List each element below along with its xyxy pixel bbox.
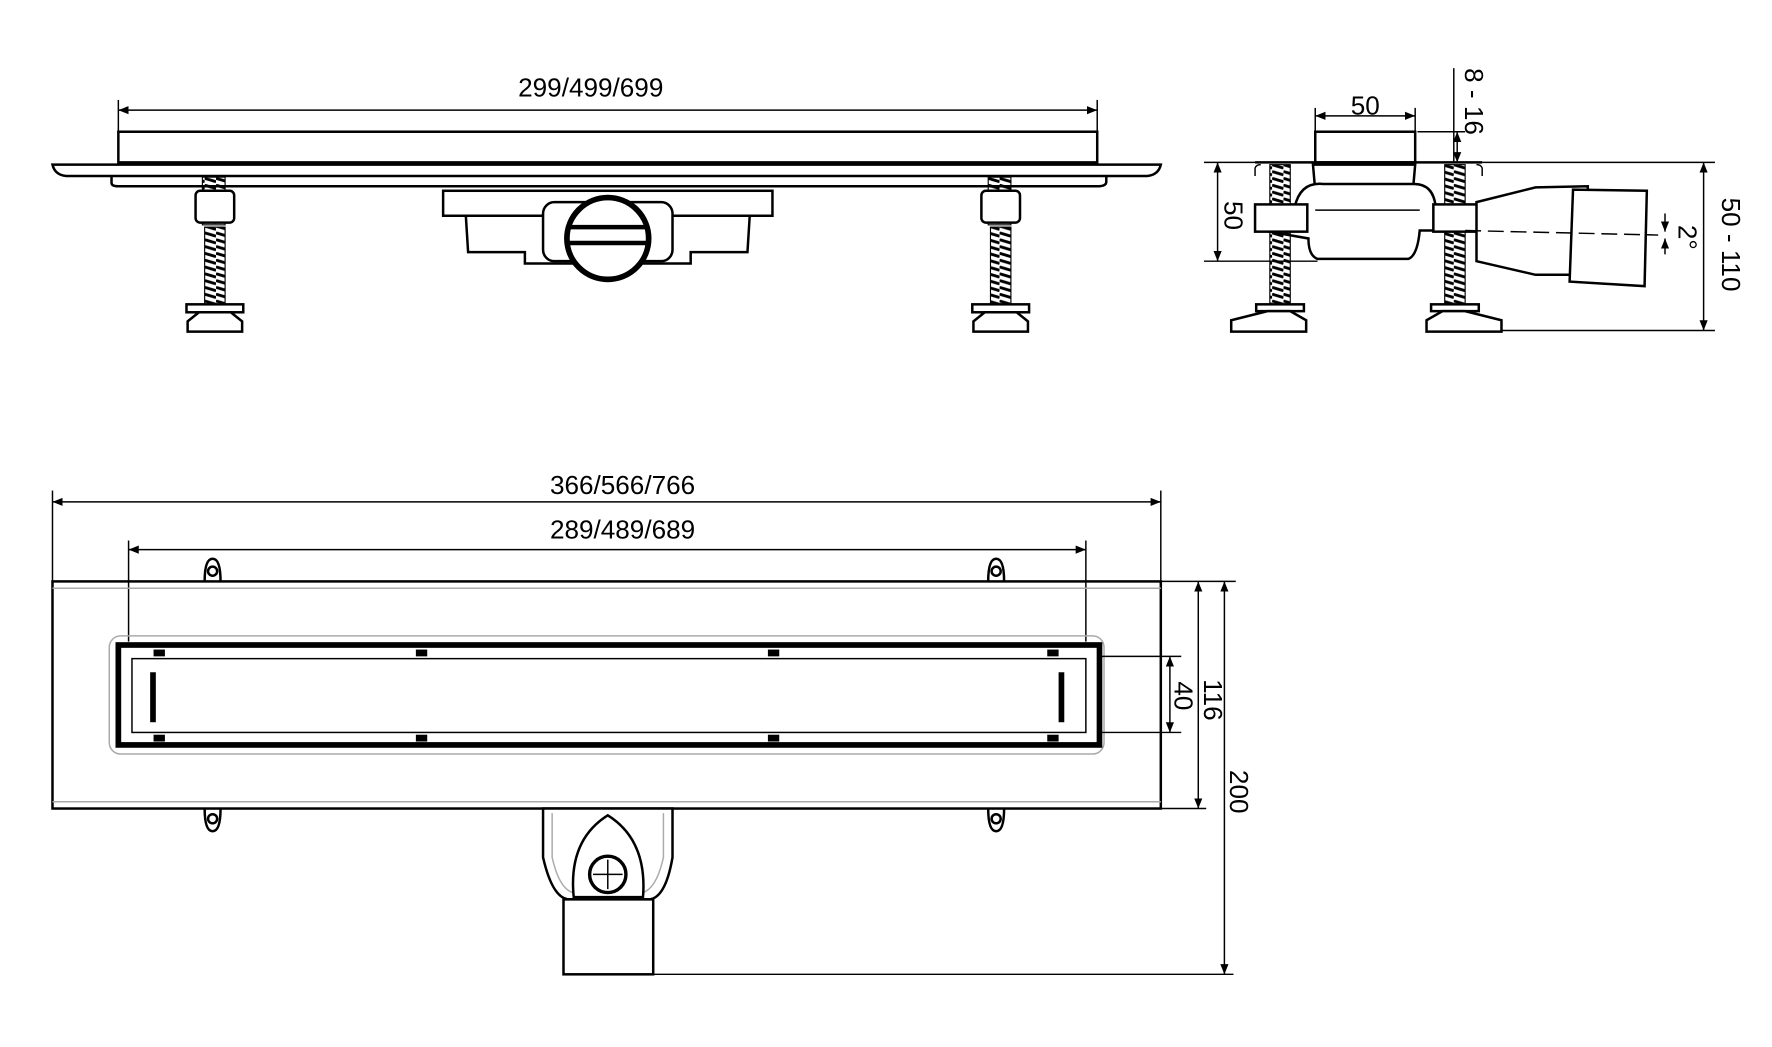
grate-opening-label: 289/489/689 bbox=[550, 514, 695, 544]
slot-width-label: 40 bbox=[1168, 681, 1198, 710]
overall-length-label: 366/566/766 bbox=[550, 470, 695, 500]
leveling-foot-left bbox=[185, 176, 245, 333]
grate-width-label: 50 bbox=[1351, 91, 1380, 121]
channel-body bbox=[51, 580, 1163, 810]
logo-mark-left bbox=[150, 672, 156, 723]
channel bbox=[110, 176, 1108, 188]
drain-outlet bbox=[541, 807, 674, 976]
grate-slot bbox=[131, 657, 1087, 734]
flange bbox=[50, 163, 1163, 178]
grate bbox=[117, 130, 1099, 164]
grate-height-adjust-label: 8 - 16 bbox=[1459, 68, 1489, 135]
body-width-label: 116 bbox=[1198, 679, 1228, 721]
drain-trap bbox=[441, 189, 774, 283]
mounting-ears bbox=[203, 557, 1006, 833]
leveling-foot-right bbox=[971, 176, 1031, 333]
outlet-pipe-section bbox=[564, 194, 652, 283]
grate-length-label: 299/499/699 bbox=[518, 73, 663, 103]
grate-frame bbox=[108, 635, 1105, 755]
slope-label: 2° bbox=[1673, 225, 1703, 250]
body-height-label: 50 bbox=[1218, 201, 1248, 230]
side-view: 50 8 - 16 2° 50 50 - 110 bbox=[1203, 68, 1746, 333]
plan-view: 366/566/766 289/489/689 bbox=[51, 470, 1254, 976]
total-height-label: 50 - 110 bbox=[1716, 198, 1746, 292]
front-view: 299/499/699 bbox=[50, 73, 1163, 333]
overall-depth-label: 200 bbox=[1224, 770, 1254, 814]
logo-mark-right bbox=[1058, 672, 1065, 723]
grate bbox=[115, 642, 1103, 748]
